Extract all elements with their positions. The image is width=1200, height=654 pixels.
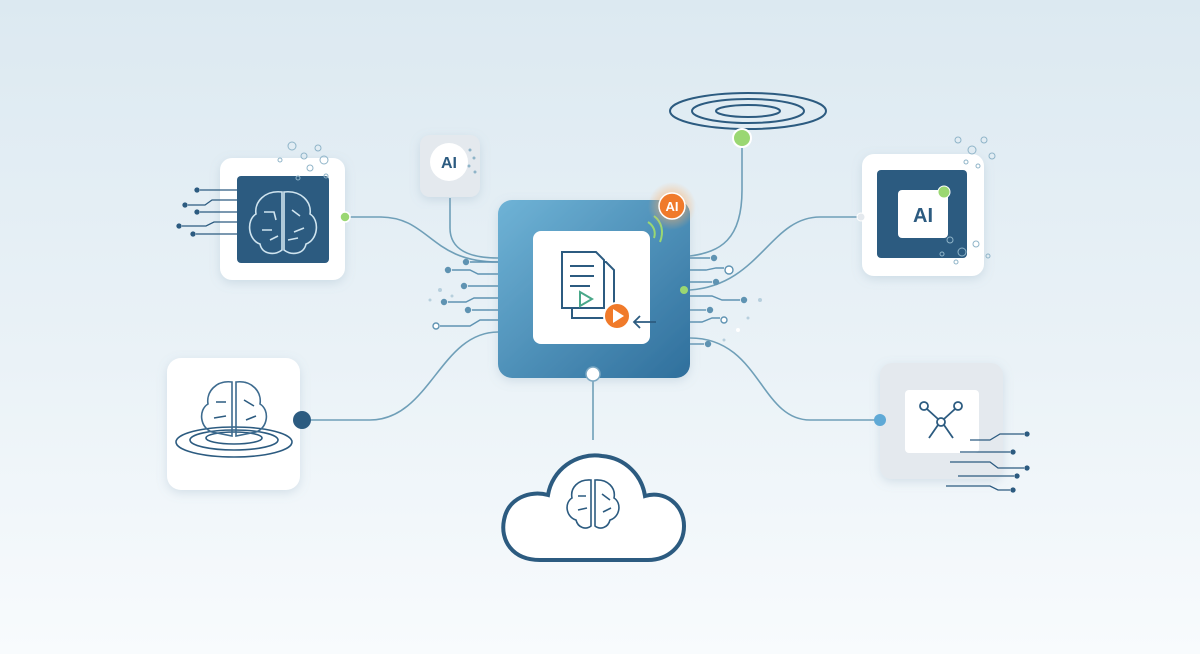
concentric-rings-icon	[669, 92, 827, 130]
top-right-ai-node[interactable]	[862, 154, 984, 276]
hub-circuit-right	[690, 254, 748, 348]
cloud-brain-icon[interactable]	[501, 453, 687, 562]
connector-top-right-ai	[689, 216, 862, 291]
top-right-ai-badge	[937, 185, 951, 199]
ai-chip-icon	[467, 148, 477, 174]
hub-badge-label: AI	[666, 199, 679, 214]
top-left-circuit-traces	[176, 187, 237, 237]
connector-ai-chip	[449, 198, 499, 259]
connector-lines	[302, 138, 880, 440]
brain-with-rings-icon	[175, 381, 293, 458]
left-connector-dot	[293, 411, 311, 429]
top-left-sparkle-dots	[277, 141, 329, 181]
top-rings-connector-dot	[732, 128, 752, 148]
top-right-ai-label: AI	[913, 205, 933, 227]
decorative-dots	[428, 288, 762, 342]
arrow-icon	[632, 315, 656, 329]
right-connector-dot	[874, 414, 886, 426]
hub-circuit-left	[432, 258, 498, 330]
connector-right-network	[689, 337, 880, 421]
top-ai-chip-label: AI	[441, 155, 457, 172]
document-play-icon	[561, 251, 615, 319]
top-left-connector-dot	[339, 211, 351, 223]
right-circuit-traces	[946, 431, 1030, 493]
cloud-brain-inner-icon	[566, 479, 620, 529]
hub-bottom-dot	[585, 366, 601, 382]
hub-badge	[658, 192, 686, 220]
right-network-node[interactable]	[880, 363, 1003, 479]
play-button-icon	[603, 302, 631, 330]
top-right-connector-dot	[856, 212, 866, 222]
node-network-icon	[919, 401, 963, 439]
left-brain-rings-node[interactable]	[167, 358, 300, 490]
top-ai-chip[interactable]	[420, 135, 480, 197]
hub-right-dot	[680, 286, 688, 294]
brain-icon	[248, 191, 318, 255]
connector-top-left-brain	[345, 216, 499, 263]
connector-left-brain-rings	[302, 331, 499, 421]
connector-top-rings	[689, 138, 743, 257]
top-right-sparkle-dots	[939, 136, 996, 265]
